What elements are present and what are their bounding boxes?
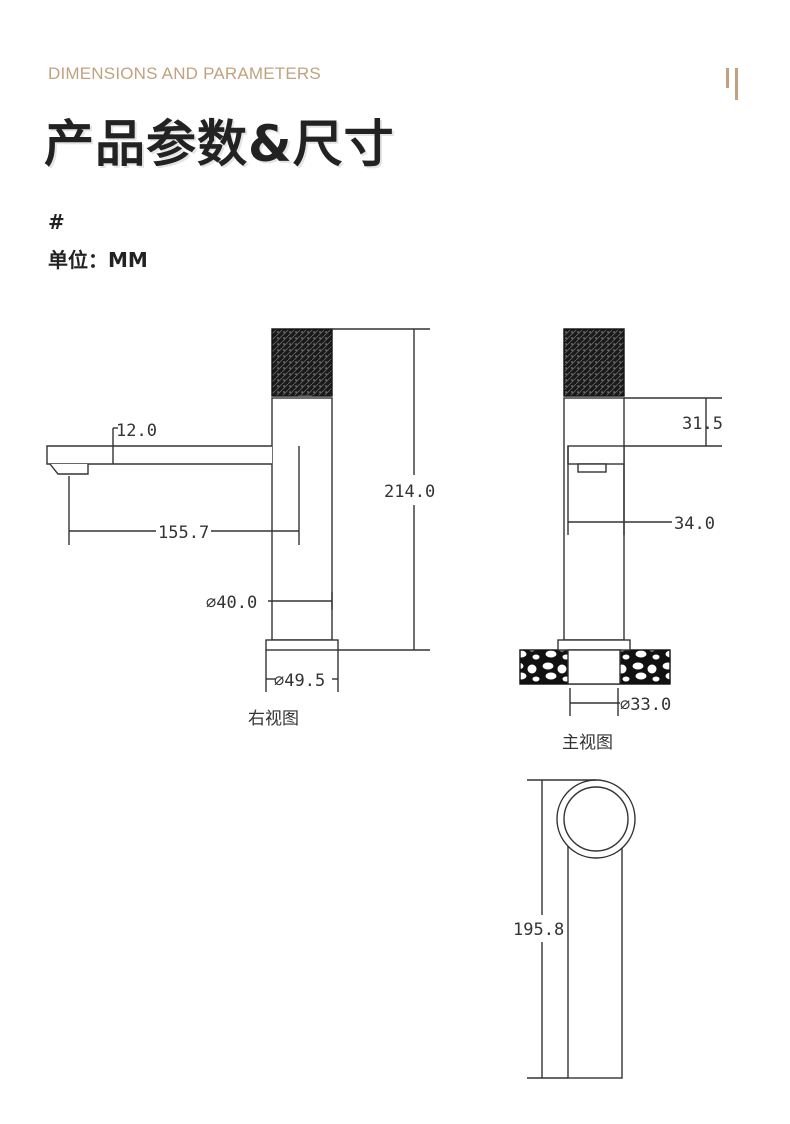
side-body — [271, 397, 333, 641]
dim-outlet-offset: 31.5 — [682, 414, 723, 434]
front-outlet — [567, 445, 625, 465]
dim-total-height: 214.0 — [384, 482, 435, 502]
front-body — [563, 397, 625, 641]
side-handle — [271, 328, 333, 397]
side-view — [46, 328, 430, 692]
top-spout-body — [567, 819, 623, 1079]
top-view — [527, 779, 636, 1079]
dim-base-dia: ⌀49.5 — [274, 671, 325, 691]
note-hash: # — [48, 210, 65, 234]
top-handle-inner — [563, 786, 629, 852]
dim-spout-drop: 12.0 — [116, 421, 157, 441]
section-eyebrow: DIMENSIONS AND PARAMETERS — [48, 64, 321, 83]
dim-top-length: 195.8 — [513, 920, 564, 940]
unit-label: 单位：MM — [48, 248, 148, 272]
front-view — [519, 328, 722, 716]
dim-outlet-width: 34.0 — [674, 514, 715, 534]
decorative-bars — [726, 68, 738, 100]
side-base — [265, 639, 339, 651]
front-handle — [563, 328, 625, 397]
dim-body-dia: ⌀40.0 — [206, 593, 257, 613]
caption-front-view: 主视图 — [562, 733, 613, 753]
side-spout — [46, 445, 272, 465]
caption-side-view: 右视图 — [248, 709, 299, 729]
page-title: 产品参数&尺寸 — [44, 115, 395, 173]
dim-spout-reach: 155.7 — [158, 523, 209, 543]
dim-stem-dia: ⌀33.0 — [620, 695, 671, 715]
top-handle-outer — [556, 779, 636, 859]
